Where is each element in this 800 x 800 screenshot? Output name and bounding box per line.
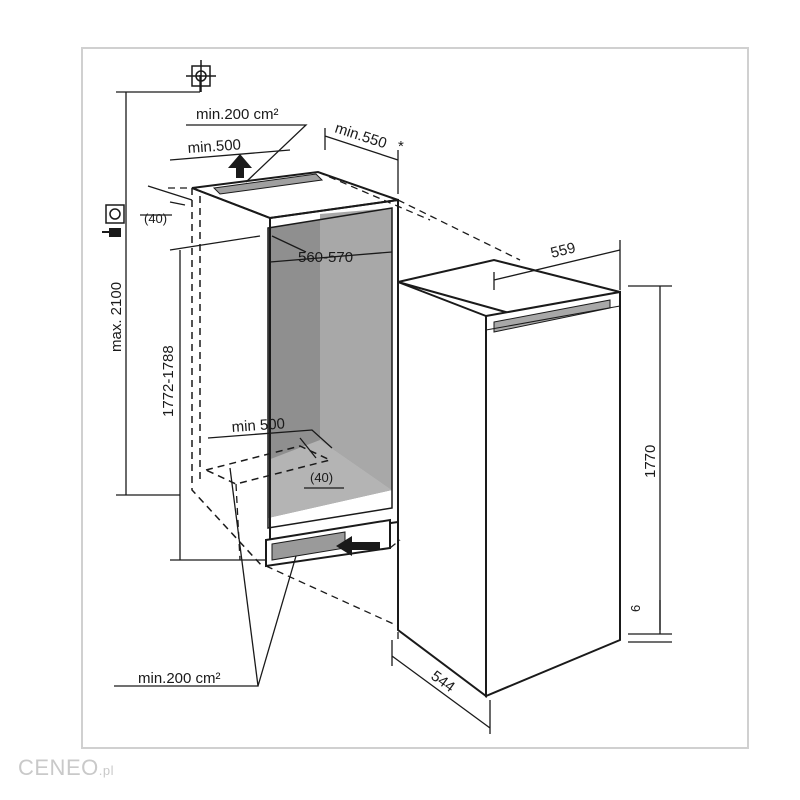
crosshair-vent-icon [186, 60, 216, 92]
niche-left-side [191, 188, 263, 567]
vent-bottom-depth-label: min 500 [231, 415, 285, 436]
appliance-side [397, 280, 487, 698]
watermark-brand: CENEO [18, 755, 99, 780]
dimension-lines [114, 75, 672, 734]
airflow-arrows [228, 154, 380, 556]
appliance-height-label: 1770 [642, 445, 659, 478]
appliance-front [485, 290, 621, 698]
side-gap-top-label: (40) [144, 211, 167, 226]
watermark: CENEO.pl [18, 755, 114, 781]
niche-interior-side [320, 208, 392, 490]
vent-top-area-label: min.200 cm² [196, 106, 279, 123]
niche-height-label: 1772-1788 [160, 345, 177, 417]
vent-bottom-area-label: min.200 cm² [138, 670, 221, 687]
vent-top-depth-label: min.500 [187, 136, 241, 157]
plinth-gap-label: 6 [628, 605, 643, 612]
max-height-label: max. 2100 [108, 282, 125, 352]
watermark-domain: .pl [98, 763, 114, 778]
side-gap-bottom-label: (40) [310, 470, 333, 485]
guide-lines [168, 171, 521, 640]
niche-left-outer [191, 187, 271, 219]
appliance-width-label: 559 [549, 239, 577, 262]
arrow-up-icon [228, 154, 252, 178]
bottom-vent-outline [203, 445, 333, 485]
frame [81, 47, 749, 749]
niche-interior-floor [268, 440, 392, 518]
niche-width-label: 560-570 [298, 249, 353, 266]
power-socket-icon [105, 204, 125, 224]
appliance-door-line [485, 305, 621, 331]
top-grille [212, 173, 324, 195]
plug-icon [102, 228, 121, 237]
arrow-left-icon [336, 536, 380, 556]
niche [191, 170, 399, 568]
niche-inner-rim [267, 207, 393, 529]
niche-depth-note: * [398, 138, 404, 155]
appliance [397, 258, 621, 698]
